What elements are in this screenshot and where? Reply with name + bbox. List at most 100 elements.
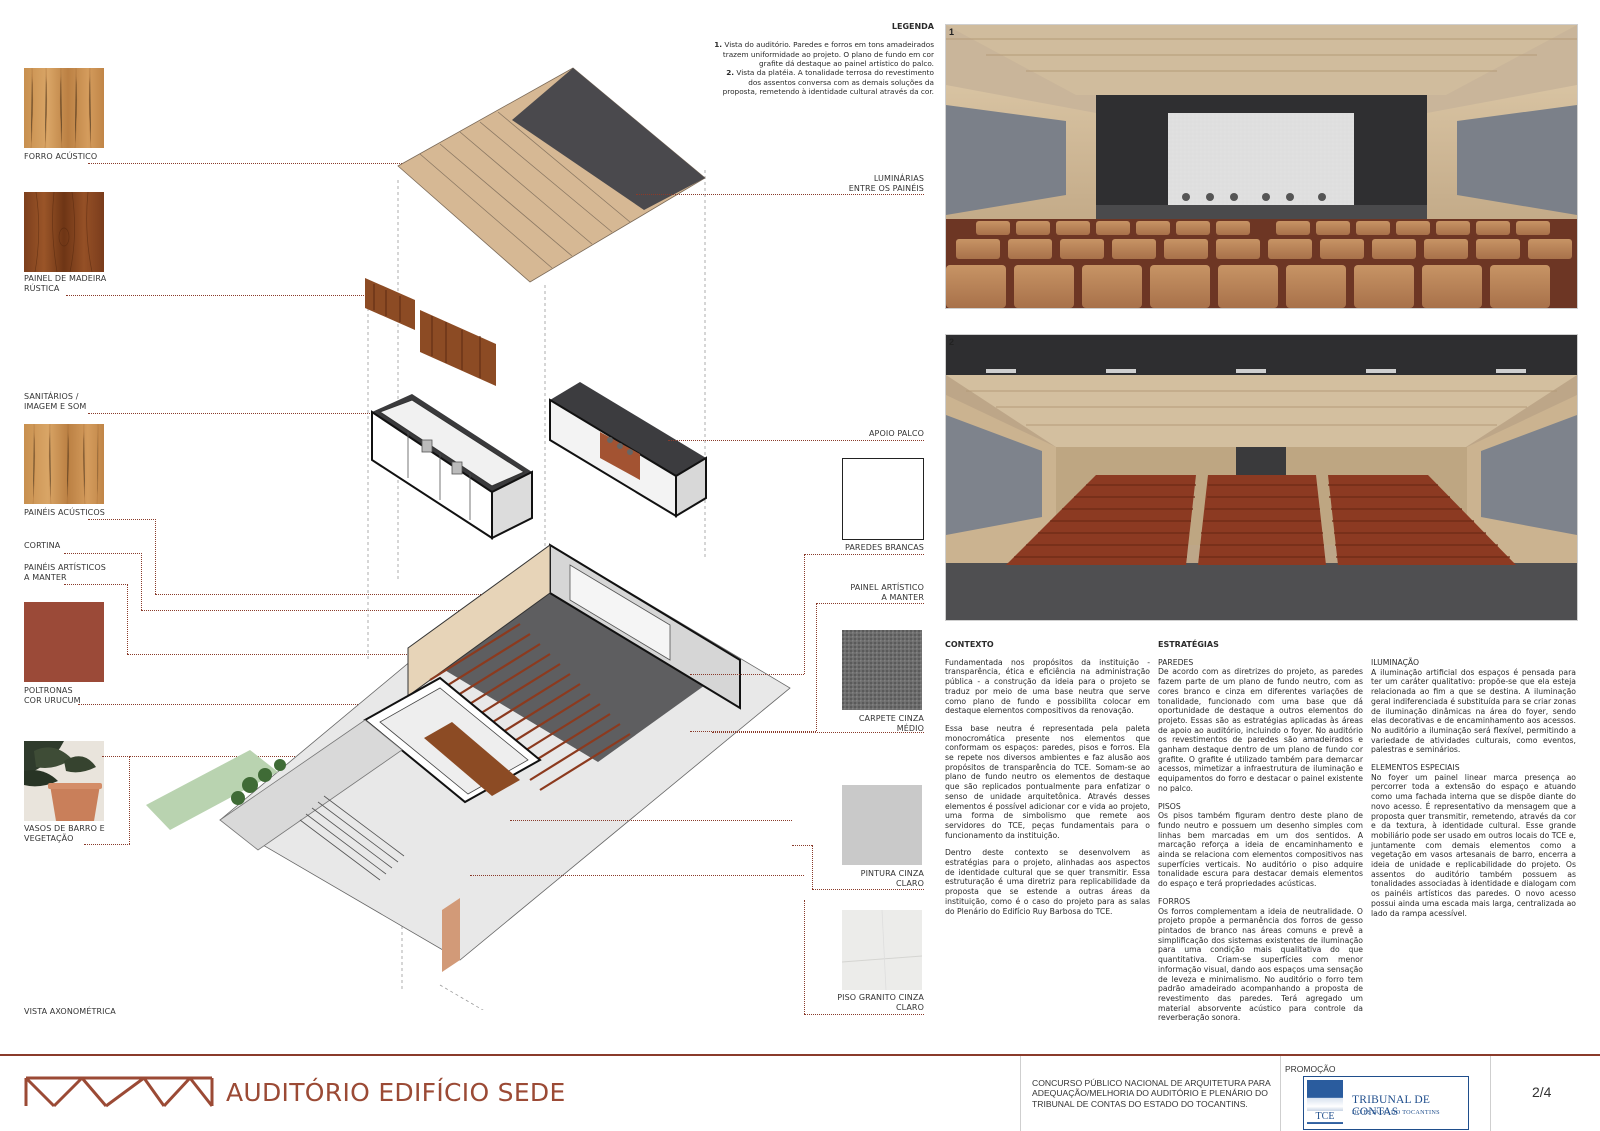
forro-planes <box>397 67 706 283</box>
label-paineis-artisticos: PAINÉIS ARTÍSTICOS A MANTER <box>24 563 106 583</box>
label-cortina: CORTINA <box>24 541 61 550</box>
column-contexto: CONTEXTO Fundamentada nos propósitos da … <box>945 640 1150 924</box>
label-paineis-artisticos-line2: A MANTER <box>24 573 67 582</box>
legend-item-2-num: 2. <box>726 68 735 77</box>
leader-paredes-brancas-h2 <box>690 674 804 675</box>
iluminacao-paragraph: A iluminação artificial dos espaços é pe… <box>1371 667 1576 755</box>
label-sanitarios-line1: SANITÁRIOS / <box>24 392 79 401</box>
label-poltronas-line2: COR URUCUM <box>24 696 81 705</box>
leader-paredes-brancas <box>804 554 924 555</box>
swatch-paredes-brancas <box>842 458 924 540</box>
label-carpete-line1: CARPETE CINZA <box>858 714 924 723</box>
auditorio-principal <box>146 543 791 972</box>
label-sanitarios-line2: IMAGEM E SOM <box>24 402 87 411</box>
label-pintura-line2: CLARO <box>895 879 924 888</box>
column-iluminacao: ILUMINAÇÃO A iluminação artificial dos e… <box>1371 658 1576 926</box>
swatch-pintura-cinza <box>842 785 922 865</box>
label-poltronas-line1: POLTRONAS <box>24 686 73 695</box>
label-vasos-line2: VEGETAÇÃO <box>24 834 74 843</box>
leader-piso-v <box>804 900 805 1014</box>
leader-apoio-palco <box>668 440 924 441</box>
label-vasos-line1: VASOS DE BARRO E <box>24 824 105 833</box>
leader-cortina-v <box>141 553 142 610</box>
label-poltronas: POLTRONAS COR URUCUM <box>24 686 81 706</box>
contexto-paragraph-1: Fundamentada nos propósitos da instituiç… <box>945 657 1150 716</box>
leader-paredes-brancas-v <box>804 554 805 674</box>
pisos-paragraph: Os pisos também figuram dentro deste pla… <box>1158 811 1363 889</box>
render-1-number: 1 <box>949 27 955 37</box>
leader-pintura-v <box>812 845 813 889</box>
leader-forro <box>88 163 418 164</box>
bloco-apoio-palco <box>549 382 707 518</box>
label-vasos: VASOS DE BARRO E VEGETAÇÃO <box>24 824 105 844</box>
page-number: 2/4 <box>1532 1084 1552 1100</box>
swatch-vasos-vegetacao <box>24 741 104 821</box>
label-apoio-palco: APOIO PALCO <box>868 429 924 438</box>
label-luminarias-line2: ENTRE OS PAINÉIS <box>848 184 924 193</box>
label-painel-artistico-line2: A MANTER <box>881 593 924 602</box>
leader-pintura <box>792 845 812 846</box>
leader-vasos-h3 <box>129 756 329 757</box>
label-piso-line1: PISO GRANITO CINZA <box>837 993 924 1002</box>
elementos-subtitle: ELEMENTOS ESPECIAIS <box>1371 763 1460 773</box>
footer-separator-2 <box>1280 1056 1281 1131</box>
iluminacao-subtitle: ILUMINAÇÃO <box>1371 658 1420 667</box>
label-piso-line2: CLARO <box>895 1003 924 1012</box>
elementos-paragraph: No foyer um painel linear marca presença… <box>1371 772 1576 918</box>
label-carpete: CARPETE CINZA MÉDIO <box>800 714 924 734</box>
footer-separator-1 <box>1020 1056 1021 1131</box>
leader-pintura-h3 <box>510 820 792 821</box>
leader-luminarias <box>636 194 924 195</box>
leader-painel-artistico <box>816 603 924 604</box>
render-2-number: 2 <box>949 337 955 347</box>
label-luminarias-line1: LUMINÁRIAS <box>873 174 924 183</box>
tce-logo: TCE TRIBUNAL DE CONTAS DO ESTADO DO TOCA… <box>1303 1076 1469 1130</box>
label-painel-madeira-line2: RÚSTICA <box>24 284 60 293</box>
legend-item-2: 2. Vista da platéia. A tonalidade terros… <box>714 68 934 97</box>
legend-title: LEGENDA <box>891 22 934 31</box>
render-auditorio-vista: 1 <box>945 24 1578 309</box>
swatch-painel-madeira-rustica <box>24 192 104 272</box>
painel-madeira-rustica <box>365 278 496 386</box>
leader-cortina <box>64 553 142 554</box>
label-vista-axonometrica: VISTA AXONOMÉTRICA <box>24 1007 116 1016</box>
leader-piso-h2 <box>470 875 804 876</box>
leader-painel-artistico-v <box>816 603 817 731</box>
swatch-paineis-acusticos <box>24 424 104 504</box>
contexto-paragraph-2: Essa base neutra é representada pela pal… <box>945 723 1150 840</box>
leader-piso <box>804 1014 924 1015</box>
label-paineis-artisticos-line1: PAINÉIS ARTÍSTICOS <box>24 563 106 572</box>
leader-vasos <box>102 756 130 757</box>
leader-paineis-artisticos <box>64 584 128 585</box>
promo-label: PROMOÇÃO <box>1285 1064 1336 1074</box>
footer-separator-3 <box>1490 1056 1491 1131</box>
leader-pintura-h2 <box>812 889 924 890</box>
column-estrategias: ESTRATÉGIAS PAREDES De acordo com as dir… <box>1158 640 1363 1031</box>
leader-paineis-artisticos-v <box>127 584 128 654</box>
leader-painel-madeira <box>66 295 370 296</box>
tce-logo-name: TRIBUNAL DE CONTAS <box>1352 1094 1431 1118</box>
swatch-piso-granito <box>842 910 922 990</box>
leader-carpete <box>712 732 924 733</box>
leader-vasos-h2 <box>84 844 130 845</box>
label-paineis-acusticos: PAINÉIS ACÚSTICOS <box>24 508 105 517</box>
leader-paineis-acusticos-v <box>155 519 156 594</box>
contexto-title: CONTEXTO <box>945 640 994 649</box>
leader-paineis-artisticos-h2 <box>127 654 437 655</box>
swatch-forro-acustico <box>24 68 104 148</box>
legend-item-2-text: Vista da platéia. A tonalidade terrosa d… <box>722 68 934 97</box>
leader-cortina-h2 <box>141 610 581 611</box>
leader-vasos-v <box>129 756 130 844</box>
pisos-subtitle: PISOS <box>1158 801 1181 811</box>
label-painel-artistico-line1: PAINEL ARTÍSTICO <box>850 583 924 592</box>
label-paredes-brancas: PAREDES BRANCAS <box>844 543 924 552</box>
legend-item-1-text: Vista do auditório. Paredes e forros em … <box>722 40 934 69</box>
render-2-seats <box>1006 475 1516 565</box>
contexto-paragraph-3: Dentro deste contexto se desenvolvem as … <box>945 848 1150 916</box>
project-logo-mark <box>24 1076 214 1108</box>
tce-logo-abbr: TCE <box>1307 1111 1343 1122</box>
label-painel-madeira: PAINEL DE MADEIRA RÚSTICA <box>24 274 106 294</box>
forros-subtitle: FORROS <box>1158 896 1191 906</box>
render-1-seats <box>946 219 1577 308</box>
project-title: AUDITÓRIO EDIFÍCIO SEDE <box>226 1078 566 1107</box>
